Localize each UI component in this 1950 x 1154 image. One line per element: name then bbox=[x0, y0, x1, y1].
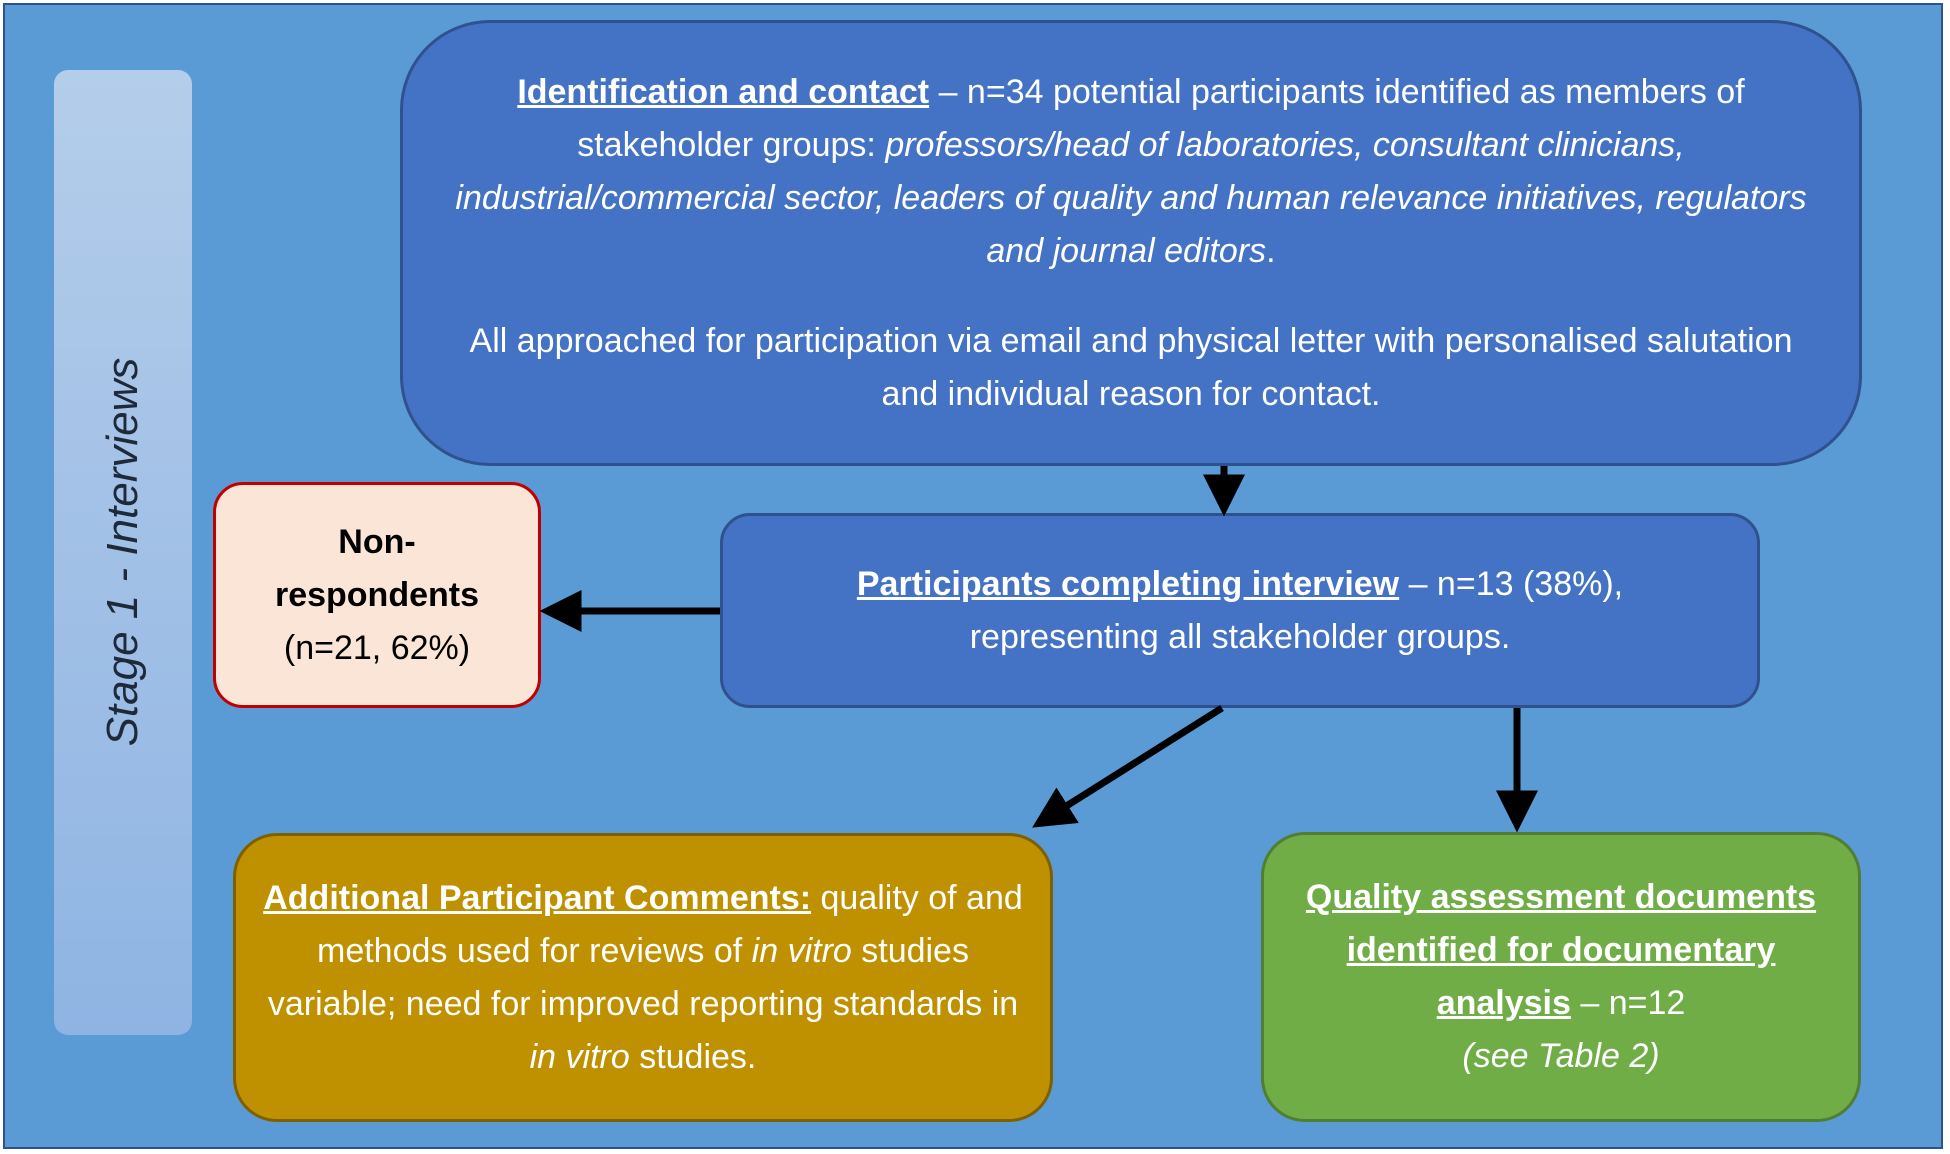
arrow-participants-to-comments bbox=[1032, 705, 1224, 828]
comments-text-3: studies. bbox=[629, 1037, 757, 1076]
identification-period: . bbox=[1266, 231, 1276, 270]
non-respondents-label: Non-respondents bbox=[275, 516, 479, 622]
quality-text: Quality assessment documents identified … bbox=[1284, 871, 1838, 1030]
stage-bar bbox=[54, 70, 192, 1035]
quality-note: (see Table 2) bbox=[1462, 1030, 1659, 1083]
non-respondents-label-line1: Non- bbox=[338, 522, 416, 561]
non-respondents-box: Non-respondents (n=21, 62%) bbox=[213, 482, 541, 708]
identification-heading: Identification and contact bbox=[517, 72, 930, 111]
participants-line2: representing all stakeholder groups. bbox=[969, 617, 1511, 656]
comments-text-2: studies variable; need for improved repo… bbox=[267, 931, 1019, 1023]
stakeholder-groups: professors/head of laboratories, consult… bbox=[455, 125, 1807, 270]
identification-intro: – n=34 potential participants identified… bbox=[577, 72, 1745, 164]
quality-box: Quality assessment documents identified … bbox=[1261, 832, 1861, 1122]
participants-heading: Participants completing interview bbox=[856, 564, 1400, 603]
comments-box: Additional Participant Comments: quality… bbox=[233, 833, 1053, 1122]
quality-count: – n=12 bbox=[1570, 984, 1686, 1022]
comments-heading: Additional Participant Comments: bbox=[263, 878, 812, 917]
quality-note-text: (see Table 2) bbox=[1462, 1037, 1660, 1075]
participants-line1: Participants completing interview – n=13… bbox=[857, 558, 1623, 611]
identification-box: Identification and contact – n=34 potent… bbox=[400, 20, 1862, 466]
comments-in-vitro-2: in vitro bbox=[529, 1037, 630, 1076]
non-respondents-label-line2: respondents bbox=[274, 575, 480, 614]
participants-box: Participants completing interview – n=13… bbox=[720, 513, 1760, 708]
non-respondents-value: (n=21, 62%) bbox=[283, 628, 471, 667]
comments-in-vitro-1: in vitro bbox=[751, 931, 852, 970]
identification-text: Identification and contact – n=34 potent… bbox=[443, 66, 1819, 278]
participants-count: – n=13 (38%), bbox=[1399, 564, 1624, 603]
quality-heading: Quality assessment documents identified … bbox=[1305, 878, 1817, 1022]
approach-text: All approached for participation via ema… bbox=[469, 321, 1793, 413]
comments-text-1: quality of and methods used for reviews … bbox=[317, 878, 1023, 970]
comments-text: Additional Participant Comments: quality… bbox=[256, 872, 1030, 1084]
